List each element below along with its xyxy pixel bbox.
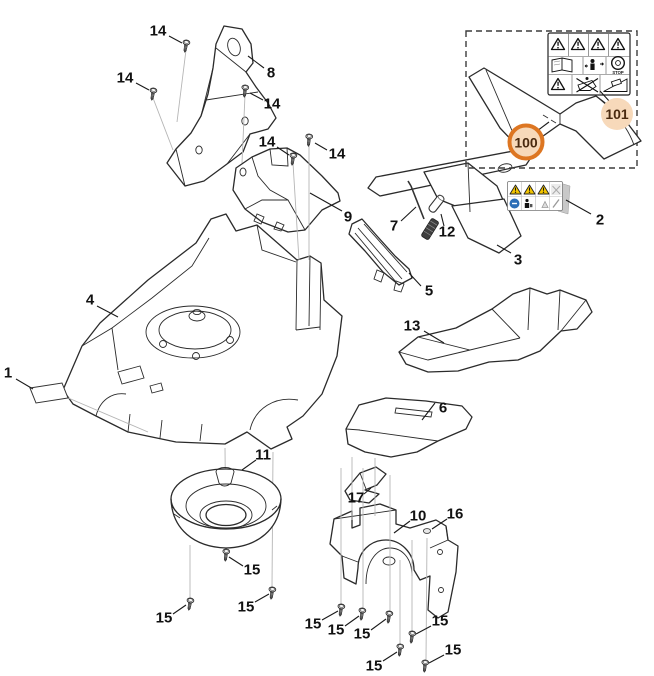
callout-10: 10 [409, 507, 427, 525]
part-4-housing [62, 213, 343, 450]
part-9-cover [232, 147, 341, 233]
tool-icon [552, 199, 560, 208]
callout-7: 7 [389, 217, 399, 235]
callout-3: 3 [513, 251, 523, 269]
assembly-guide-lines-top [152, 49, 310, 261]
callout-13: 13 [403, 317, 421, 335]
callout-14: 14 [328, 145, 346, 163]
callout-14: 14 [258, 133, 276, 151]
part-17-bracket [344, 466, 387, 504]
small-triangle-icon [541, 200, 549, 208]
keep-bystanders-away-icon [584, 59, 604, 70]
callout-5: 5 [424, 282, 434, 300]
part-3-lever [367, 148, 533, 254]
callout-14: 14 [263, 95, 281, 113]
read-manual-icon [551, 57, 573, 73]
part-11-belt-cover [170, 467, 282, 549]
blade-crossed-icon [551, 184, 562, 195]
no-riders-mower-icon [576, 77, 599, 93]
callout-15: 15 [155, 609, 173, 627]
leader-lines [15, 35, 611, 664]
callout-15: 15 [327, 621, 345, 639]
callout-9: 9 [343, 208, 353, 226]
callout-14: 14 [149, 22, 167, 40]
callout-15: 15 [237, 598, 255, 616]
callout-badge-101[interactable]: 101 [601, 98, 633, 130]
part-8-upper-guard [166, 25, 277, 187]
part-7-rod-spring [407, 180, 439, 240]
part-13-chute [398, 287, 593, 373]
part-2-warning-sticker [507, 181, 571, 215]
callout-12: 12 [438, 223, 456, 241]
part-10-rear-bracket [329, 503, 459, 619]
part-16-washer [422, 528, 432, 534]
stop-icon: STOP [611, 56, 626, 75]
callout-badge-100[interactable]: 100 [507, 123, 545, 161]
callout-4: 4 [85, 291, 95, 309]
stop-text: STOP [612, 70, 624, 75]
callout-1: 1 [3, 364, 13, 382]
callout-15: 15 [431, 612, 449, 630]
callout-17: 17 [347, 489, 365, 507]
callout-11: 11 [255, 446, 271, 464]
screws-15 [184, 548, 430, 674]
part-101-safety-sticker: STOP [547, 32, 631, 96]
callout-6: 6 [438, 399, 448, 417]
part-1-label-sticker [29, 382, 69, 404]
part-6-cover-plate [345, 397, 473, 458]
slope-mower-icon [603, 78, 628, 92]
callout-15: 15 [353, 625, 371, 643]
callout-14: 14 [116, 69, 134, 87]
part-5-ribbed-plate [348, 218, 413, 293]
callout-8: 8 [266, 64, 276, 82]
callout-16: 16 [446, 505, 464, 523]
callout-15: 15 [243, 561, 261, 579]
person-icon [524, 198, 533, 208]
part-12-sleeve [428, 194, 445, 213]
callout-2: 2 [595, 211, 605, 229]
callout-15: 15 [304, 615, 322, 633]
callout-15: 15 [444, 641, 462, 659]
callout-15: 15 [365, 657, 383, 675]
assembly-guide-lines-bottom [340, 457, 428, 661]
